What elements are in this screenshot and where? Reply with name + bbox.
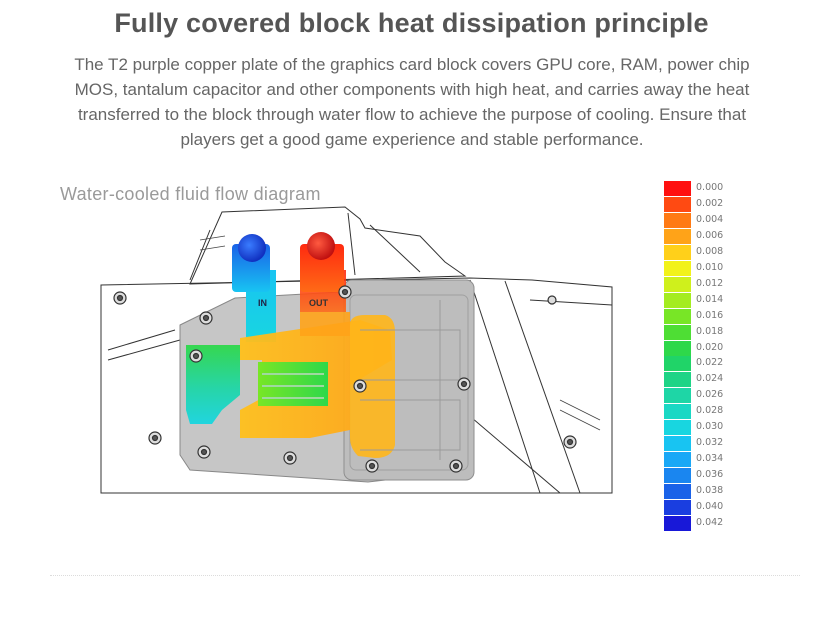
screws — [113, 285, 577, 473]
card-fins — [199, 235, 601, 431]
legend-value-label: 0.032 — [696, 437, 724, 449]
diagram-title: Water-cooled fluid flow diagram — [60, 184, 321, 204]
legend-swatch — [664, 372, 691, 388]
intro-line: transferred to the block through water f… — [77, 105, 747, 124]
outlet-fitting — [300, 244, 344, 292]
legend-swatch — [664, 515, 691, 531]
page-title: Fully covered block heat dissipation pri… — [114, 8, 709, 38]
legend-swatch — [664, 196, 691, 212]
legend-swatch — [664, 292, 691, 308]
intro-line: MOS, tantalum capacitor and other compon… — [74, 80, 750, 99]
legend-value-label: 0.000 — [696, 182, 724, 193]
legend-swatch — [664, 420, 691, 436]
legend-swatch — [664, 308, 691, 324]
outlet-cap — [307, 232, 335, 260]
legend-swatch — [664, 484, 691, 500]
intro-line: The T2 purple copper plate of the graphi… — [74, 55, 750, 74]
left-flow-zone — [186, 345, 240, 424]
legend-value-label: 0.002 — [696, 197, 724, 209]
legend-swatch — [664, 260, 691, 276]
legend-value-label: 0.020 — [696, 341, 724, 353]
legend-value-label: 0.034 — [696, 453, 724, 465]
card-outline — [100, 206, 613, 494]
inlet-cap — [238, 234, 266, 262]
legend-value-label: 0.012 — [696, 277, 724, 289]
top-shroud-outline — [189, 206, 467, 285]
legend-value-label: 0.024 — [696, 373, 724, 385]
legend-swatch — [664, 212, 691, 228]
legend-swatch — [664, 244, 691, 260]
gpu-core-fins — [258, 362, 328, 406]
legend-value-label: 0.022 — [696, 357, 724, 369]
legend-swatch — [664, 228, 691, 244]
legend-swatch — [664, 340, 691, 356]
legend-value-label: 0.006 — [696, 229, 724, 241]
legend-swatch — [664, 276, 691, 292]
card-pcb-outline — [100, 277, 613, 494]
legend-value-label: 0.030 — [696, 421, 724, 433]
legend-value-label: 0.040 — [696, 501, 724, 512]
legend-swatch — [664, 436, 691, 452]
inlet-label: IN — [258, 298, 267, 308]
legend-swatch — [664, 356, 691, 372]
legend-value-label: 0.018 — [696, 325, 724, 337]
memory-flow-zone — [350, 315, 395, 458]
legend-swatch — [664, 324, 691, 340]
legend-value-label: 0.016 — [696, 309, 724, 321]
intro-paragraph: The T2 purple copper plate of the graphi… — [48, 52, 776, 152]
legend-value-label: 0.036 — [696, 469, 724, 481]
ram-channel — [300, 312, 350, 336]
legend-value-label: 0.004 — [696, 213, 724, 225]
legend-swatch — [664, 452, 691, 468]
legend-swatch — [664, 181, 691, 196]
legend-swatch — [664, 500, 691, 515]
outlet-label: OUT — [309, 298, 329, 308]
intro-line: players get a good game experience and s… — [180, 130, 644, 149]
legend-value-label: 0.010 — [696, 261, 724, 273]
legend-value-label: 0.042 — [696, 516, 724, 528]
footer-divider — [50, 575, 800, 576]
legend-value-label: 0.028 — [696, 405, 724, 417]
legend-value-label: 0.008 — [696, 245, 724, 257]
legend-swatch — [664, 468, 691, 484]
legend-value-label: 0.026 — [696, 389, 724, 401]
legend-value-label: 0.038 — [696, 485, 724, 497]
legend-swatch — [664, 388, 691, 404]
legend-value-label: 0.014 — [696, 293, 724, 305]
legend-swatch — [664, 404, 691, 420]
